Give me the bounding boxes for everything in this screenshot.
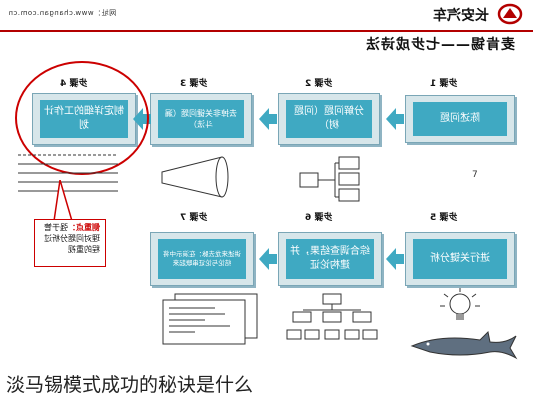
note-highlight: 侧重点： (68, 223, 100, 232)
step-6-box: 综合调查结果，并建构论证 (278, 232, 382, 286)
slide-title: 麦肯锡——七步成诗法 (365, 37, 515, 53)
arrow-left-icon (259, 248, 277, 270)
header-url: 网址：www.changan.com.cn (8, 9, 117, 17)
step-7-label: 步骤 7 (180, 213, 208, 223)
highlight-circle (15, 61, 149, 175)
step-7-box: 讲述来龙去脉：在演示中将结论与论证串联起来 (150, 232, 254, 286)
step-1-box: 陈述问题 (405, 95, 515, 143)
caption: 淡马锡模式成功的秘诀是什么 (6, 374, 254, 396)
step-4-box: 制定详细的工作计划 (32, 93, 136, 145)
shark-icon (410, 330, 518, 360)
callout-pointer (53, 180, 73, 222)
step-5-text: 进行关键分析 (413, 239, 507, 279)
funnel-icon (161, 156, 229, 198)
step-5-label: 步骤 5 (430, 213, 458, 223)
step-2-label: 步骤 2 (305, 79, 333, 89)
emphasis-note: 侧重点：强于管理对问题分析过程的重视 (34, 219, 106, 267)
step-7-text: 讲述来龙去脉：在演示中将结论与论证串联起来 (158, 239, 246, 279)
lightbulb-icon (440, 288, 480, 320)
issue-tree-icon (299, 156, 360, 202)
step-6-label: 步骤 6 (305, 213, 333, 223)
arrow-left-icon (259, 108, 277, 130)
report-pages-icon (162, 293, 258, 345)
step-5-box: 进行关键分析 (405, 232, 515, 286)
step-2-text: 分解问题（问题树） (286, 100, 372, 138)
brand-name: 长安汽车 (433, 8, 489, 24)
page-number: 7 (472, 170, 478, 180)
work-plan-lines-icon (18, 154, 118, 192)
changan-logo-icon (497, 3, 523, 25)
step-3-box: 去掉非关键问题（漏斗法） (150, 93, 252, 145)
header-bar: 网址：www.changan.com.cn 长安汽车 (0, 0, 533, 32)
step-1-label: 步骤 1 (430, 79, 458, 89)
step-3-label: 步骤 3 (180, 79, 208, 89)
step-6-text: 综合调查结果，并建构论证 (286, 239, 374, 279)
arrow-left-icon (386, 248, 404, 270)
arrow-left-icon (386, 108, 404, 130)
arrow-left-icon (133, 108, 151, 130)
pyramid-tree-icon (286, 293, 378, 340)
step-2-box: 分解问题（问题树） (278, 93, 380, 145)
step-3-text: 去掉非关键问题（漏斗法） (158, 100, 244, 138)
step-1-text: 陈述问题 (413, 102, 507, 136)
